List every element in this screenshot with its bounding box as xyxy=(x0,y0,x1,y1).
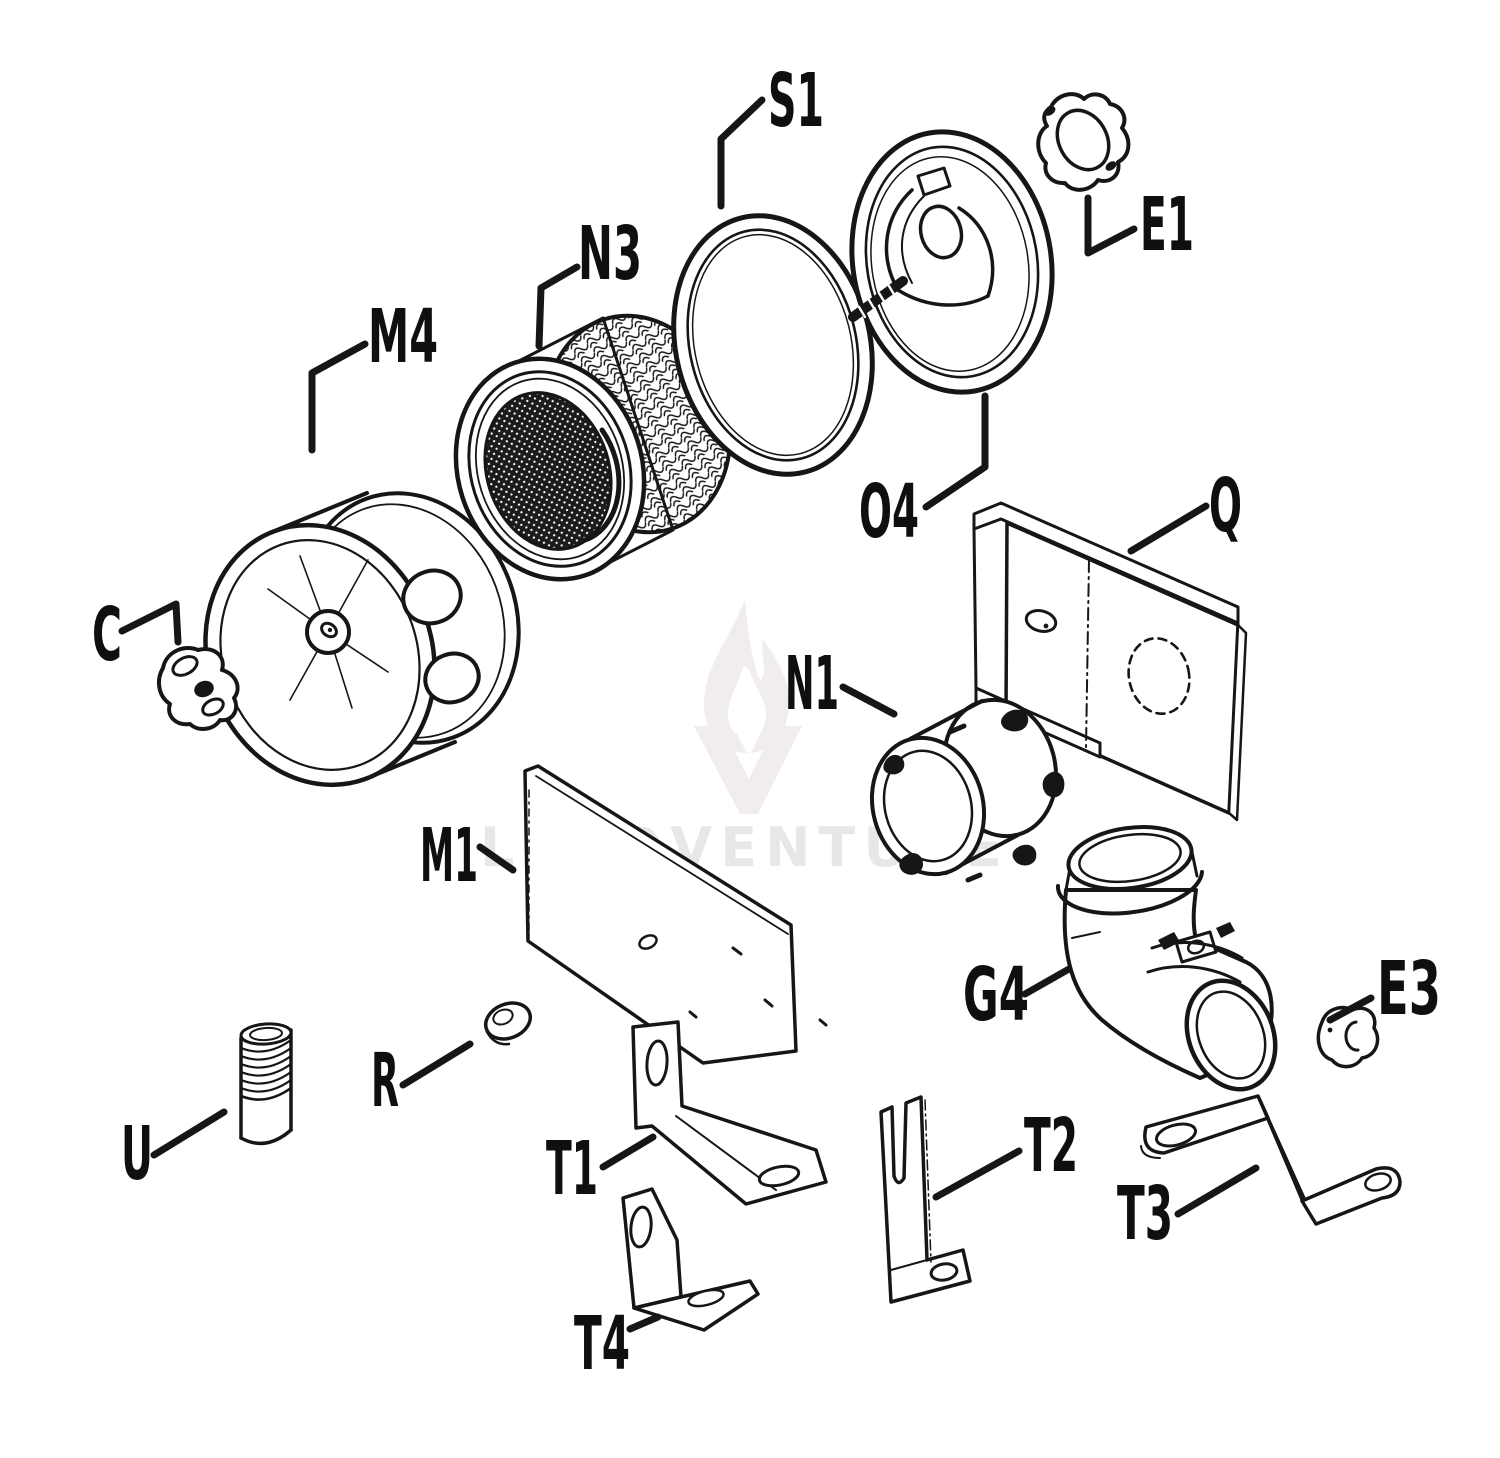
watermark-flame-cutout xyxy=(728,666,766,737)
label-t2: T2 xyxy=(1024,1103,1078,1189)
label-o4: O4 xyxy=(859,469,919,555)
elbow-collar xyxy=(1055,870,1204,916)
part-t3-z-bracket xyxy=(1140,1094,1402,1226)
label-q: Q xyxy=(1209,463,1242,549)
panel-hole xyxy=(1127,637,1191,715)
nipple-threads xyxy=(239,1038,293,1093)
label-t4: T4 xyxy=(574,1301,630,1387)
leader-t4 xyxy=(626,1313,662,1333)
leader-t2 xyxy=(932,1147,1023,1201)
part-t2-fork-bracket xyxy=(879,1095,972,1304)
label-e3: E3 xyxy=(1377,946,1441,1032)
part-m4-cover xyxy=(203,491,521,788)
label-m4: M4 xyxy=(368,294,438,380)
part-t1-bracket xyxy=(631,1020,828,1206)
leader-m1 xyxy=(476,843,517,874)
part-o4-back-plate xyxy=(848,129,1055,395)
leader-g4 xyxy=(1021,965,1073,998)
leader-c xyxy=(118,600,182,646)
leader-t3 xyxy=(1174,1164,1260,1218)
leader-o4 xyxy=(922,392,989,511)
label-m1: M1 xyxy=(420,813,478,899)
leader-t1 xyxy=(599,1133,657,1171)
part-r-cap xyxy=(483,1001,533,1046)
part-labels: S1 N3 M4 E1 O4 Q C N1 M1 G4 E3 U R T1 T2… xyxy=(92,58,1441,1387)
label-t1: T1 xyxy=(546,1126,598,1212)
cover-hole xyxy=(423,651,481,705)
part-s1-gasket-ring xyxy=(671,213,875,477)
part-n1-element xyxy=(869,697,1065,883)
leader-m4 xyxy=(308,340,369,454)
label-n3: N3 xyxy=(578,211,642,297)
part-m1-shield xyxy=(523,764,828,1065)
label-r: R xyxy=(371,1038,399,1124)
leader-s1 xyxy=(717,96,766,210)
leader-e1 xyxy=(1084,194,1138,257)
leader-n3 xyxy=(535,263,581,350)
leader-n1 xyxy=(839,683,898,718)
leader-u xyxy=(150,1108,228,1159)
leader-q xyxy=(1127,502,1210,555)
leader-e3 xyxy=(1326,994,1375,1024)
elbow-inlet xyxy=(1066,825,1194,891)
label-n1: N1 xyxy=(785,641,839,727)
cover-hole xyxy=(401,568,463,626)
label-s1: S1 xyxy=(768,58,824,144)
filter-inner-mesh xyxy=(483,391,613,551)
watermark-v-icon xyxy=(694,726,802,814)
part-e1-clamp xyxy=(1036,92,1131,192)
leader-lines xyxy=(118,96,1375,1333)
part-t4-angle-bracket xyxy=(621,1187,760,1332)
part-e3-grommet xyxy=(1316,1005,1380,1069)
label-e1: E1 xyxy=(1140,182,1194,268)
label-u: U xyxy=(121,1111,153,1197)
label-g4: G4 xyxy=(963,952,1029,1038)
part-g4-elbow xyxy=(1055,825,1278,1092)
part-c-clip xyxy=(156,646,240,731)
label-c: C xyxy=(92,592,122,678)
element-splotches xyxy=(883,709,1065,875)
watermark-v-cutout xyxy=(733,726,764,757)
part-u-nipple xyxy=(239,1022,293,1146)
label-t3: T3 xyxy=(1117,1171,1173,1257)
leader-r xyxy=(399,1040,474,1089)
